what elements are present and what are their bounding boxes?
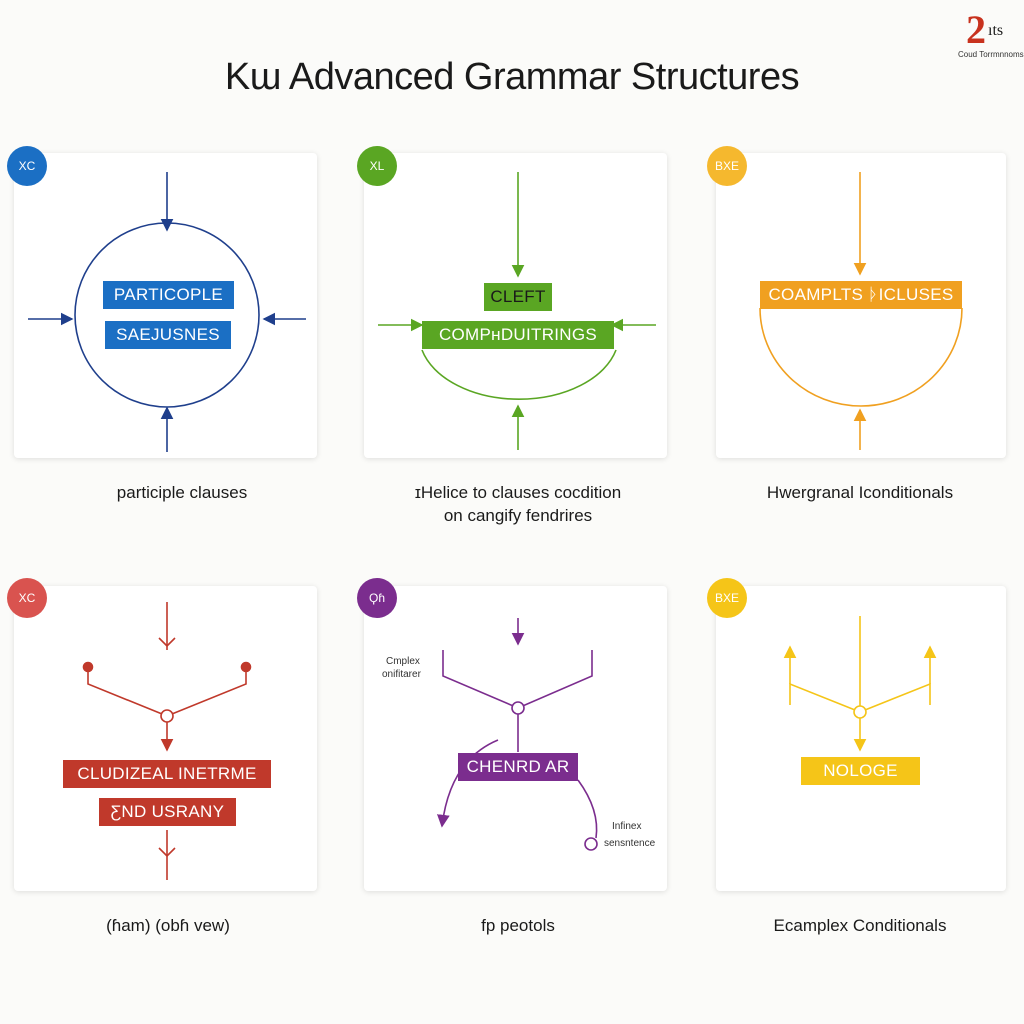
card-6-badge: BXE [707, 578, 747, 618]
caption-6-line-1: Ecamplex Conditionals [773, 916, 947, 935]
caption-3: Hwergranal Iconditionals [700, 481, 1020, 504]
logo-mark: 2 [966, 7, 986, 52]
right-curve [577, 779, 598, 839]
label-saejusnes: SAEJUSNES [105, 321, 231, 349]
note-infinex: Infinex [612, 821, 642, 832]
branch-arms [87, 668, 247, 717]
brand-logo: 2 ıts Coud Torrmnnoms [958, 6, 1024, 62]
participle-circle [74, 222, 260, 408]
note-complex: Cmplex [386, 656, 420, 667]
red-branch-diagram [82, 602, 252, 880]
card-3-badge: BXE [707, 146, 747, 186]
bottom-chevron [158, 847, 176, 858]
junction-node [160, 709, 174, 723]
label-chenrd-ar: CHENRD AR [458, 753, 578, 781]
card-4-badge: XC [7, 578, 47, 618]
card-5-badge: Ϙɦ [357, 578, 397, 618]
caption-4-line-1: (ɦam) (obɦ vew) [106, 916, 230, 935]
label-usrany: ƸND USRANY [99, 798, 236, 826]
page-title: Kɯ Advanced Grammar Structures [224, 56, 800, 98]
label-cludizeal: CLUDIZEAL INETRME [63, 760, 271, 788]
caption-5: fp peotols [350, 914, 686, 937]
label-cleft: CLEFT [484, 283, 552, 311]
note-onifitarer: onifitarer [382, 669, 421, 680]
caption-3-line-1: Hwergranal Iconditionals [766, 483, 954, 502]
card-2-badge: XL [357, 146, 397, 186]
branch-arms [442, 650, 593, 709]
junction-node [853, 705, 867, 719]
participle-diagram [28, 172, 306, 452]
card-red-structure [14, 586, 317, 891]
purple-branch-diagram [436, 618, 598, 851]
label-compound-strings: COMPʜDUITRINGS [422, 321, 614, 349]
right-node [584, 837, 598, 851]
junction-node [511, 701, 525, 715]
caption-4: (ɦam) (obɦ vew) [0, 914, 336, 937]
caption-1: participle clauses [14, 481, 350, 504]
card-complex-conditionals [716, 586, 1006, 891]
right-dot [240, 661, 252, 673]
cleft-diagram [378, 172, 656, 450]
caption-1-line-1: participle clauses [116, 483, 248, 502]
orange-bowl [759, 307, 963, 407]
caption-2-line-1: ɪHelice to clauses cocdition [414, 483, 622, 502]
card-1-badge: XC [7, 146, 47, 186]
left-dot [82, 661, 94, 673]
caption-6: Ecamplex Conditionals [700, 914, 1020, 937]
caption-5-line-1: fp peotols [481, 916, 555, 935]
cleft-bowl [421, 349, 617, 400]
logo-mark-suffix: ıts [988, 22, 1004, 39]
label-complex-clauses: COAMPLTS ᚦICLUSES [760, 281, 962, 309]
caption-2: ɪHelice to clauses cocdition on cangify … [350, 481, 686, 527]
logo-tagline: Coud Torrmnnoms [958, 50, 1024, 59]
top-chevron [158, 637, 176, 648]
gold-branch-diagram [783, 616, 937, 752]
caption-2-line-2: on cangify fendrires [443, 506, 593, 525]
note-sensntence: sensntence [604, 838, 656, 849]
label-nologe: NOLOGE [801, 757, 920, 785]
complex-clauses-diagram [759, 172, 963, 450]
label-participle: PARTICOPLE [103, 281, 234, 309]
